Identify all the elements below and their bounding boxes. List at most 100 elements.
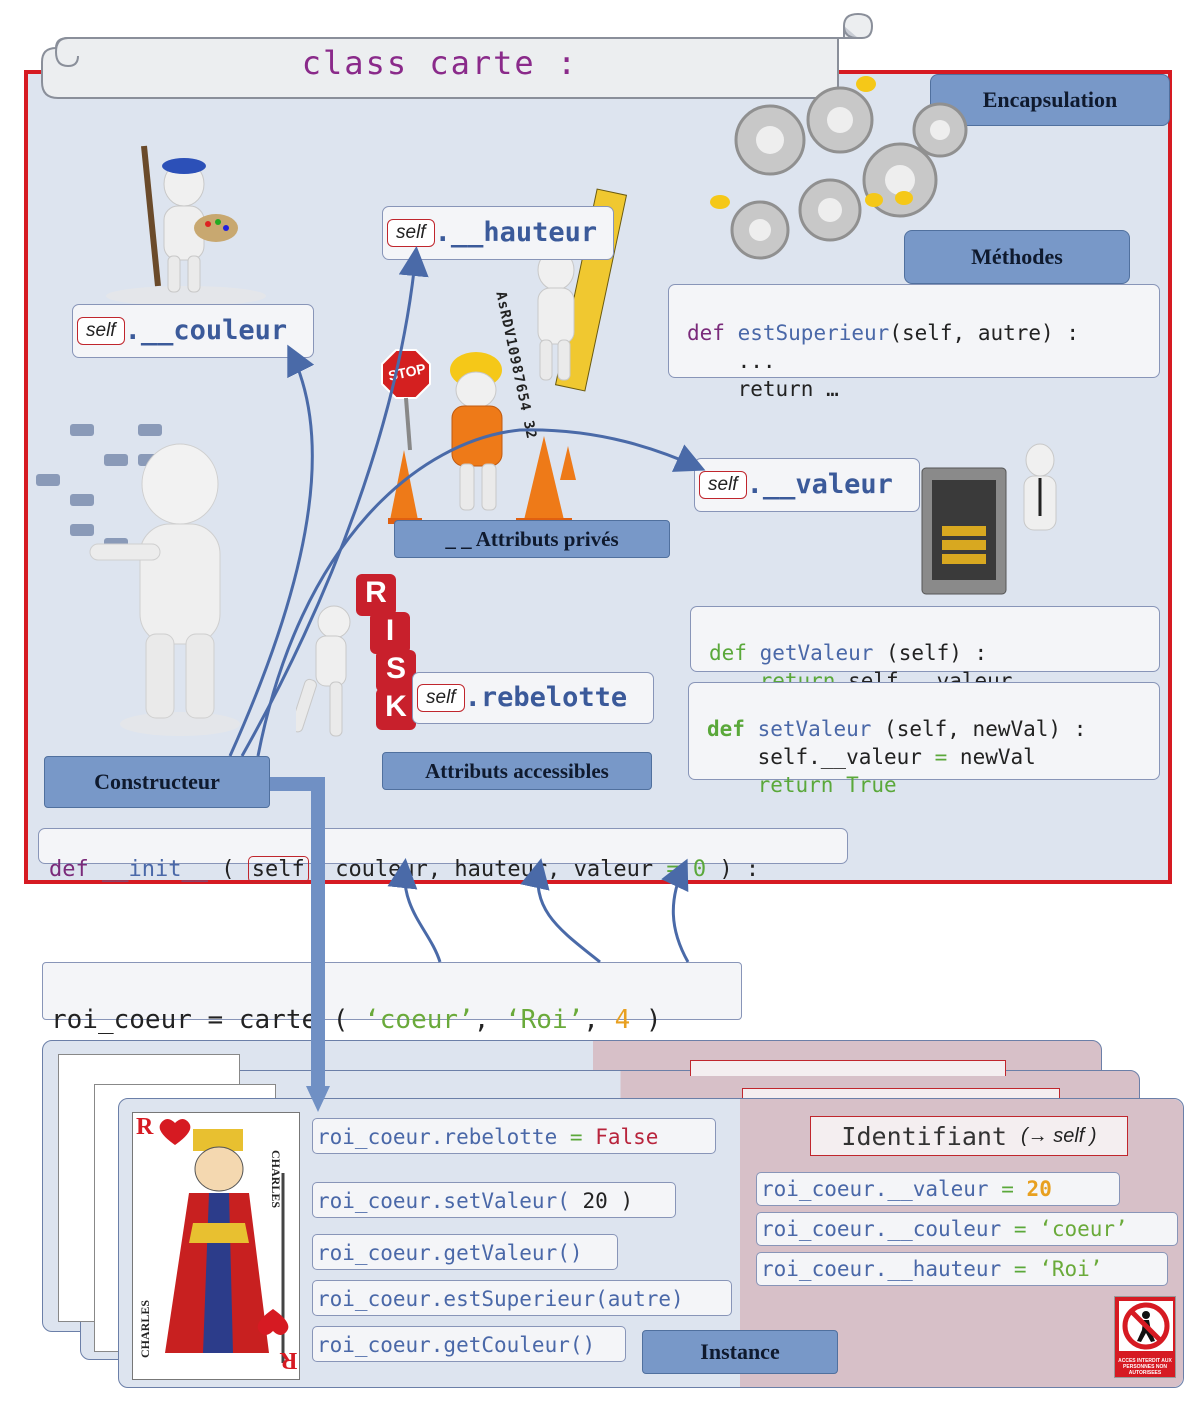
init-params: , couleur, hauteur, valeur xyxy=(308,857,654,882)
inst-arg-couleur: ‘coeur’ xyxy=(364,1005,474,1035)
set-valeur-source: newVal xyxy=(959,745,1036,769)
init-self: self xyxy=(247,856,309,883)
init-signature: def __init__ ( self, couleur, hauteur, v… xyxy=(38,828,848,883)
inst-arg-hauteur: ‘Roi’ xyxy=(505,1005,584,1035)
inst-private-couleur-eq: = xyxy=(1013,1217,1027,1241)
self-tag: self xyxy=(699,470,747,499)
inst-set-valeur: roi_coeur.setValeur( 20 ) xyxy=(312,1182,676,1218)
inst-open: ( xyxy=(332,1005,349,1035)
inst-var: roi_coeur xyxy=(51,1005,192,1035)
init-default: 0 xyxy=(692,857,707,882)
identifiant-box: Identifiant (→ self ) xyxy=(810,1116,1128,1156)
inst-rebelotte: roi_coeur.rebelotte = False xyxy=(312,1118,716,1154)
instance-label: Instance xyxy=(642,1330,838,1374)
methodes-label: Méthodes xyxy=(904,230,1130,284)
card-name-top: CHARLES xyxy=(269,1150,283,1209)
method-set-valeur: def setValeur (self, newVal) : self.__va… xyxy=(688,682,1160,797)
no-entry-text: ACCES INTERDIT AUX PERSONNES NON AUTORIS… xyxy=(1118,1358,1172,1376)
inst-comma: , xyxy=(473,1005,490,1035)
risk-letter-r: R xyxy=(365,576,387,609)
init-close: ) : xyxy=(719,857,760,882)
safe-icon xyxy=(921,443,1057,595)
inst-private-hauteur-expr: roi_coeur.__hauteur xyxy=(761,1257,1002,1281)
kw-def: def xyxy=(687,321,725,345)
class-title: class carte : xyxy=(301,44,579,82)
inst-close: ) xyxy=(645,1005,662,1035)
constructeur-label: Constructeur xyxy=(44,756,270,808)
encapsulation-label: Encapsulation xyxy=(930,74,1170,126)
instantiation-line: roi_coeur = carte ( ‘coeur’, ‘Roi’, 4 ) xyxy=(42,962,742,1035)
attr-valeur: .__valeur xyxy=(746,469,893,500)
inst-rebelotte-expr: roi_coeur.rebelotte xyxy=(317,1125,558,1149)
kw-def: def xyxy=(707,717,745,741)
attr-couleur: .__couleur xyxy=(124,315,288,346)
risk-letter-i: I xyxy=(385,614,395,647)
self-tag: self xyxy=(77,316,125,345)
inst-class: carte xyxy=(238,1005,318,1035)
inst-get-valeur: roi_coeur.getValeur() xyxy=(312,1234,618,1270)
init-eq: = xyxy=(666,857,680,882)
inst-private-valeur: roi_coeur.__valeur = 20 xyxy=(756,1172,1120,1206)
risk-letter-s: S xyxy=(385,652,406,685)
inst-private-couleur-val: ‘coeur’ xyxy=(1039,1217,1128,1241)
thinker-figure-icon xyxy=(36,424,240,736)
no-entry-sign: ACCES INTERDIT AUX PERSONNES NON AUTORIS… xyxy=(1114,1296,1176,1378)
kw-def: def xyxy=(49,857,89,882)
set-valeur-op: = xyxy=(934,745,948,769)
inst-private-valeur-expr: roi_coeur.__valeur xyxy=(761,1177,989,1201)
king-figure-icon xyxy=(159,1119,289,1363)
inst-private-hauteur: roi_coeur.__hauteur = ‘Roi’ xyxy=(756,1252,1168,1286)
king-of-hearts-card xyxy=(132,1112,300,1380)
self-tag: self xyxy=(387,218,435,247)
inst-rebelotte-eq: = xyxy=(569,1125,583,1149)
method-get-valeur: def getValeur (self) : return self.__val… xyxy=(690,606,1160,693)
identifiant-self: (→ self ) xyxy=(1021,1124,1097,1147)
attr-hauteur-box: self.__hauteur xyxy=(382,206,614,260)
inst-get-couleur: roi_coeur.getCouleur() xyxy=(312,1326,626,1362)
inst-arg-valeur: 4 xyxy=(614,1005,631,1035)
kw-true: True xyxy=(846,773,897,797)
gears-icon xyxy=(710,76,968,260)
fn-est-superieur: estSuperieur xyxy=(737,321,890,345)
self-tag: self xyxy=(417,683,465,712)
card-rank-top: R xyxy=(136,1114,154,1140)
fn-get-valeur: getValeur xyxy=(759,641,874,665)
inst-private-couleur-expr: roi_coeur.__couleur xyxy=(761,1217,1002,1241)
risk-letter-k: K xyxy=(385,690,407,723)
init-open: ( xyxy=(221,857,235,882)
inst-set-valeur-expr: roi_coeur.setValeur( xyxy=(317,1189,570,1213)
card-rank-bottom: R xyxy=(280,1347,298,1373)
inst-set-valeur-close: ) xyxy=(620,1189,634,1213)
method-est-superieur: def estSuperieur(self, autre) : ... retu… xyxy=(668,284,1160,401)
attributs-prives-label: _ _ Attributs privés xyxy=(394,520,670,558)
attr-rebelotte-box: self.rebelotte xyxy=(412,672,654,724)
attr-hauteur: .__hauteur xyxy=(434,217,598,248)
inst-est-superieur: roi_coeur.estSuperieur(autre) xyxy=(312,1280,732,1316)
inst-private-valeur-val: 20 xyxy=(1026,1177,1052,1201)
est-superieur-return: return … xyxy=(737,377,839,401)
set-valeur-args: (self, newVal) : xyxy=(884,717,1087,741)
identifiant-text: Identifiant xyxy=(841,1121,1007,1151)
inst-eq: = xyxy=(207,1005,224,1035)
set-valeur-target: self.__valeur xyxy=(757,745,922,769)
kw-def: def xyxy=(709,641,747,665)
card-name-bottom: CHARLES xyxy=(138,1300,152,1359)
attributs-accessibles-label: Attributs accessibles xyxy=(382,752,652,790)
inst-private-valeur-eq: = xyxy=(1001,1177,1014,1201)
inst-private-hauteur-eq: = xyxy=(1013,1257,1027,1281)
attr-couleur-box: self.__couleur xyxy=(72,304,314,358)
inst-private-couleur: roi_coeur.__couleur = ‘coeur’ xyxy=(756,1212,1178,1246)
attr-valeur-box: self.__valeur xyxy=(694,458,920,512)
fn-init: __init__ xyxy=(102,857,208,882)
inst-private-hauteur-val: ‘Roi’ xyxy=(1039,1257,1103,1281)
get-valeur-args: (self) : xyxy=(886,641,988,665)
no-entry-icon xyxy=(1119,1301,1173,1351)
identifiant-back-box xyxy=(690,1060,1006,1076)
scroll-banner xyxy=(41,12,874,99)
inst-comma: , xyxy=(583,1005,599,1035)
inst-set-valeur-arg: 20 xyxy=(582,1189,608,1213)
fn-set-valeur: setValeur xyxy=(757,717,872,741)
painter-figure-icon xyxy=(106,145,266,306)
kw-return: return xyxy=(757,773,834,797)
inst-rebelotte-val: False xyxy=(595,1125,659,1149)
